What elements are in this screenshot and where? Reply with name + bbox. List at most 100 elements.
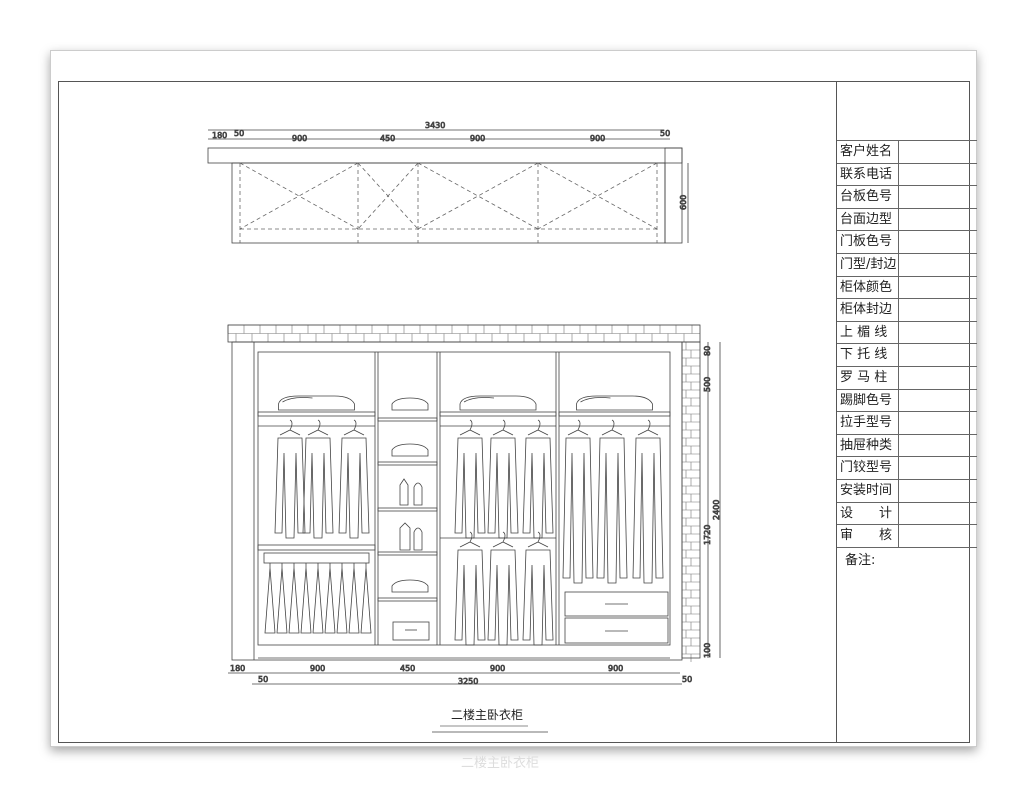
shirt-icon <box>632 419 664 584</box>
shirt-icon <box>454 531 486 646</box>
spec-label: 柜体封边 <box>837 299 899 322</box>
plan-dim: 450 <box>380 134 395 143</box>
plan-dim: 900 <box>470 134 485 143</box>
spec-label: 柜体颜色 <box>837 276 899 300</box>
plan-depth-dim: 600 <box>679 195 688 210</box>
spec-row: 联系电话 <box>837 162 977 187</box>
spec-table: 客户姓名联系电话台板色号台面边型门板色号门型/封边柜体颜色柜体封边上 楣 线下 … <box>836 81 977 742</box>
height-dim: 100 <box>703 643 712 658</box>
shirt-icon <box>454 419 486 539</box>
tie-rack <box>263 552 370 564</box>
title-reflection: 二楼主卧衣柜 <box>460 756 539 771</box>
height-dim: 1720 <box>703 525 712 545</box>
spec-label: 客户姓名 <box>837 141 899 164</box>
folded-clothes-icon <box>576 395 653 411</box>
spec-label: 安装时间 <box>837 480 899 503</box>
wardrobe-body <box>231 341 683 661</box>
spec-label: 下 托 线 <box>837 344 899 367</box>
elevation-view: 80 500 1720 100 2400 180 900 450 900 900… <box>227 324 721 686</box>
tie-icon <box>360 563 372 634</box>
door-swing <box>239 162 359 230</box>
spec-row: 客户姓名 <box>837 140 977 164</box>
shelf <box>377 551 438 556</box>
spec-row: 审 核 <box>837 524 977 548</box>
plan-total-dim: 3430 <box>425 121 445 130</box>
tie-icon <box>300 563 312 634</box>
drawer <box>564 591 669 617</box>
spec-row: 门型/封边 <box>837 253 977 277</box>
folded-clothes-icon <box>391 579 429 593</box>
spec-row: 门板色号 <box>837 230 977 254</box>
door-swing <box>537 162 658 230</box>
width-dim: 900 <box>608 664 623 673</box>
bottle-icon <box>399 478 423 506</box>
spec-row: 台面边型 <box>837 207 977 232</box>
shirt-icon <box>522 419 554 539</box>
shirt-icon <box>522 531 554 646</box>
shirt-icon <box>338 419 370 539</box>
door-swing <box>357 162 419 230</box>
spec-row: 罗 马 柱 <box>837 366 977 390</box>
side-panel <box>664 147 683 244</box>
spec-row: 柜体颜色 <box>837 275 977 300</box>
spec-row: 柜体封边 <box>837 298 977 322</box>
spec-label: 台板色号 <box>837 186 899 209</box>
spec-row: 拉手型号 <box>837 411 977 435</box>
folded-clothes-icon <box>391 397 429 411</box>
tie-icon <box>312 563 324 634</box>
spec-label: 门板色号 <box>837 231 899 254</box>
drawing-title: 二楼主卧衣柜 <box>450 708 523 722</box>
spec-label: 门铰型号 <box>837 457 899 480</box>
spec-label: 上 楣 线 <box>837 321 899 345</box>
tie-icon <box>264 563 276 634</box>
tie-icon <box>336 563 348 634</box>
width-dim: 50 <box>258 675 268 684</box>
shirt-icon <box>562 419 594 584</box>
drawer <box>392 621 430 641</box>
shirt-icon <box>302 419 334 539</box>
width-dim: 900 <box>310 664 325 673</box>
spec-label: 门型/封边 <box>837 254 899 277</box>
spec-label: 踢脚色号 <box>837 389 899 413</box>
door-swing <box>537 162 658 230</box>
height-total-dim: 2400 <box>712 500 721 520</box>
plan-dim: 50 <box>234 129 244 138</box>
shelf <box>377 597 438 602</box>
height-dim: 80 <box>703 346 712 356</box>
drawer <box>564 617 669 644</box>
folded-clothes-icon <box>391 443 429 457</box>
shelf <box>558 411 671 417</box>
upper-cabinet <box>231 162 666 244</box>
spec-label: 台面边型 <box>837 208 899 232</box>
shelf <box>439 411 557 417</box>
plan-dim: 900 <box>590 134 605 143</box>
door-swing <box>239 162 359 230</box>
spec-row: 台板色号 <box>837 185 977 209</box>
spec-label: 设 计 <box>837 502 899 526</box>
spec-label: 拉手型号 <box>837 412 899 435</box>
spec-label: 联系电话 <box>837 163 899 187</box>
tie-icon <box>348 563 360 634</box>
width-dim: 450 <box>400 664 415 673</box>
shelf <box>257 411 376 417</box>
width-total-dim: 3250 <box>458 677 478 686</box>
tie-icon <box>276 563 288 634</box>
spec-row: 抽屉种类 <box>837 433 977 458</box>
door-swing <box>417 162 539 230</box>
remark-label: 备注: <box>845 553 876 568</box>
spec-label: 审 核 <box>837 525 899 548</box>
plan-dim: 50 <box>660 129 670 138</box>
folded-clothes-icon <box>278 395 355 411</box>
tie-icon <box>324 563 336 634</box>
plan-dim: 900 <box>292 134 307 143</box>
spec-row: 门铰型号 <box>837 456 977 480</box>
door-swing <box>417 162 539 230</box>
folded-clothes-icon <box>459 395 537 411</box>
width-dim: 50 <box>682 675 692 684</box>
spec-label: 罗 马 柱 <box>837 367 899 390</box>
shelf <box>377 417 438 422</box>
spec-row: 踢脚色号 <box>837 388 977 413</box>
spec-label: 抽屉种类 <box>837 434 899 458</box>
spec-row: 设 计 <box>837 501 977 526</box>
